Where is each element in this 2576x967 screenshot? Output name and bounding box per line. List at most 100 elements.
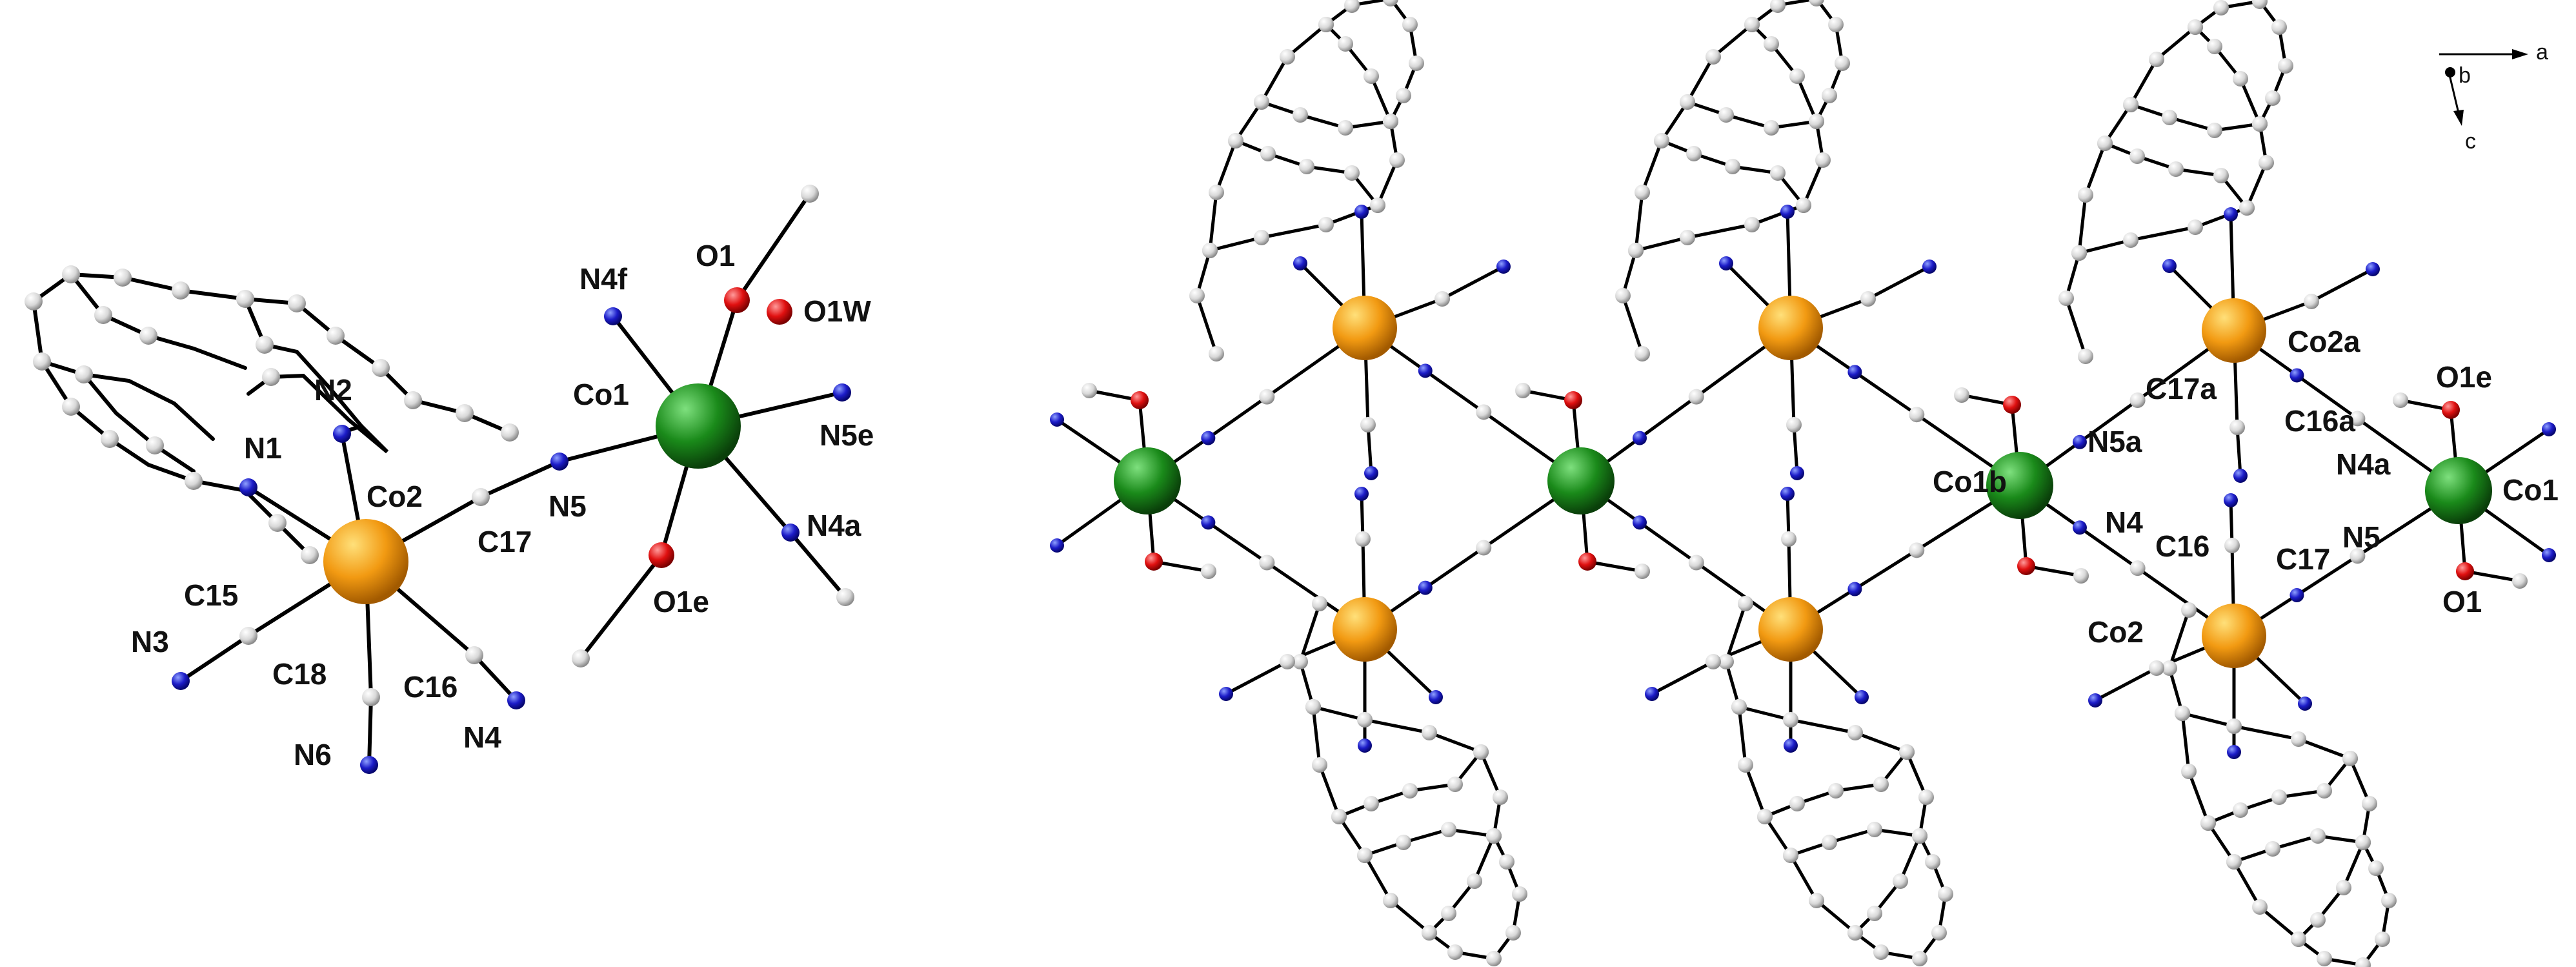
label-o1w: O1W [803,294,871,328]
cyanide-carbon-atom [1860,291,1876,307]
ring-bond [2297,737,2352,760]
hydrogen-atom [1954,387,1969,403]
ring-carbon-atom [2375,931,2390,947]
link-nitrogen-atom [1201,515,1216,530]
right-panel-labels: Co2a O1e C17a C16a N5a N4a Co1b Co1 N4 C… [1933,325,2559,649]
water-oxygen-atom [2442,401,2460,419]
ring-carbon-atom [1499,854,1514,870]
link-carbon-atom [1909,542,1925,558]
label-n4a-right: N4a [2336,447,2391,481]
water-oxygen-atom [2456,562,2474,580]
link-bond [1579,479,1793,631]
ring-carbon-atom [1731,699,1747,715]
label-o1-right: O1 [2442,585,2482,618]
ring-bond [1337,815,1367,857]
ring-carbon-atom [2200,815,2216,831]
bridge-carbon-atom [1355,531,1371,547]
ring-carbon-atom [1738,757,1753,773]
link-bond [2232,489,2460,638]
ring-carbon-atom [1299,159,1314,174]
ring-carbon-atom [1835,56,1850,71]
hydrogen-atom [2512,573,2528,589]
ring-carbon-atom [1718,654,1734,669]
phen-nitrogen-atom [1354,205,1369,219]
ring-carbon-atom [1422,725,1437,740]
ring-carbon-atom [1402,17,1418,32]
link-bond [2232,329,2460,493]
ring-bond [2245,161,2268,210]
ring-carbon-atom [2317,783,2332,799]
bridge-bond [1366,423,1373,475]
bridge-nitrogen-atom [1790,466,1804,480]
ring-bond [2168,666,2184,715]
ring-carbon-atom [1396,88,1411,103]
label-n5e: N5e [820,418,874,452]
phen-nitrogen-atom [1358,738,1372,753]
bridge-carbon-atom [1360,417,1376,433]
hydrogen-atom [2073,568,2089,584]
label-co2-right: Co2 [2088,615,2144,649]
ring-bond [1311,705,1322,767]
ring-carbon-atom [2362,796,2377,811]
ring-carbon-atom [1725,159,1740,174]
ring-bond [1634,236,1689,252]
ring-carbon-atom [1370,198,1385,213]
ring-carbon-atom [2259,155,2274,170]
ring-carbon-atom [1686,146,1702,161]
ring-carbon-atom [1815,152,1831,168]
label-n4: N4 [463,720,501,754]
ring-carbon-atom [1764,36,1779,52]
ring-bond [1795,74,1818,123]
bridge-nitrogen-atom [1364,466,1378,480]
link-bond [2018,484,2236,638]
ring-carbon-atom [1202,243,1218,258]
ring-carbon-atom [1422,925,1437,941]
ring-carbon-atom [1706,49,1721,65]
ring-bond [1640,139,1664,194]
ring-carbon-atom [2207,39,2222,54]
ring-bond [1369,74,1393,123]
ring-carbon-atom [2226,718,2242,734]
link-nitrogen-atom [1418,363,1433,378]
ring-carbon-atom [2265,841,2280,857]
axis-label-a: a [2536,40,2548,65]
link-nitrogen-atom [2072,520,2087,535]
link-carbon-atom [1476,540,1492,556]
cyanide-nitrogen-atom [2088,693,2102,707]
cn-bond [2309,267,2375,303]
cyanide-nitrogen-atom [1219,687,1233,701]
ring-carbon-atom [1912,951,1927,966]
link-nitrogen-atom [1418,580,1433,595]
ring-carbon-atom [1931,925,1947,941]
ring-carbon-atom [1441,906,1456,921]
bridge-bond [2235,425,2242,478]
ring-carbon-atom [1757,809,1773,824]
bridge-carbon-atom [1786,417,1802,433]
ring-carbon-atom [2123,232,2138,248]
link-nitrogen-atom [1633,515,1647,530]
link-nitrogen-atom [1201,431,1216,445]
ring-carbon-atom [1744,217,1760,232]
ring-carbon-atom [2233,802,2248,818]
label-c16: C16 [403,670,458,704]
link-bond [1145,479,1367,631]
ring-carbon-atom [2317,951,2332,966]
ring-carbon-atom [1867,822,1882,837]
ring-carbon-atom [1447,777,1463,792]
ring-carbon-atom [1512,886,1527,902]
ring-carbon-atom [1828,17,1844,32]
ring-carbon-atom [2129,148,2145,164]
co2-atom-orange [1758,597,1823,662]
link-nitrogen-atom [1847,365,1862,380]
water-oxygen-atom [2003,396,2021,414]
label-n3: N3 [131,625,169,658]
ring-bond [1285,23,1328,59]
ring-bond [1853,731,1909,754]
ring-carbon-atom [1718,107,1734,123]
ring-carbon-atom [2252,899,2268,915]
ring-carbon-atom [1280,49,1295,65]
ring-bond [2348,757,2371,806]
ring-carbon-atom [2213,168,2229,183]
ring-carbon-atom [2213,0,2229,15]
ring-carbon-atom [1635,185,1650,200]
